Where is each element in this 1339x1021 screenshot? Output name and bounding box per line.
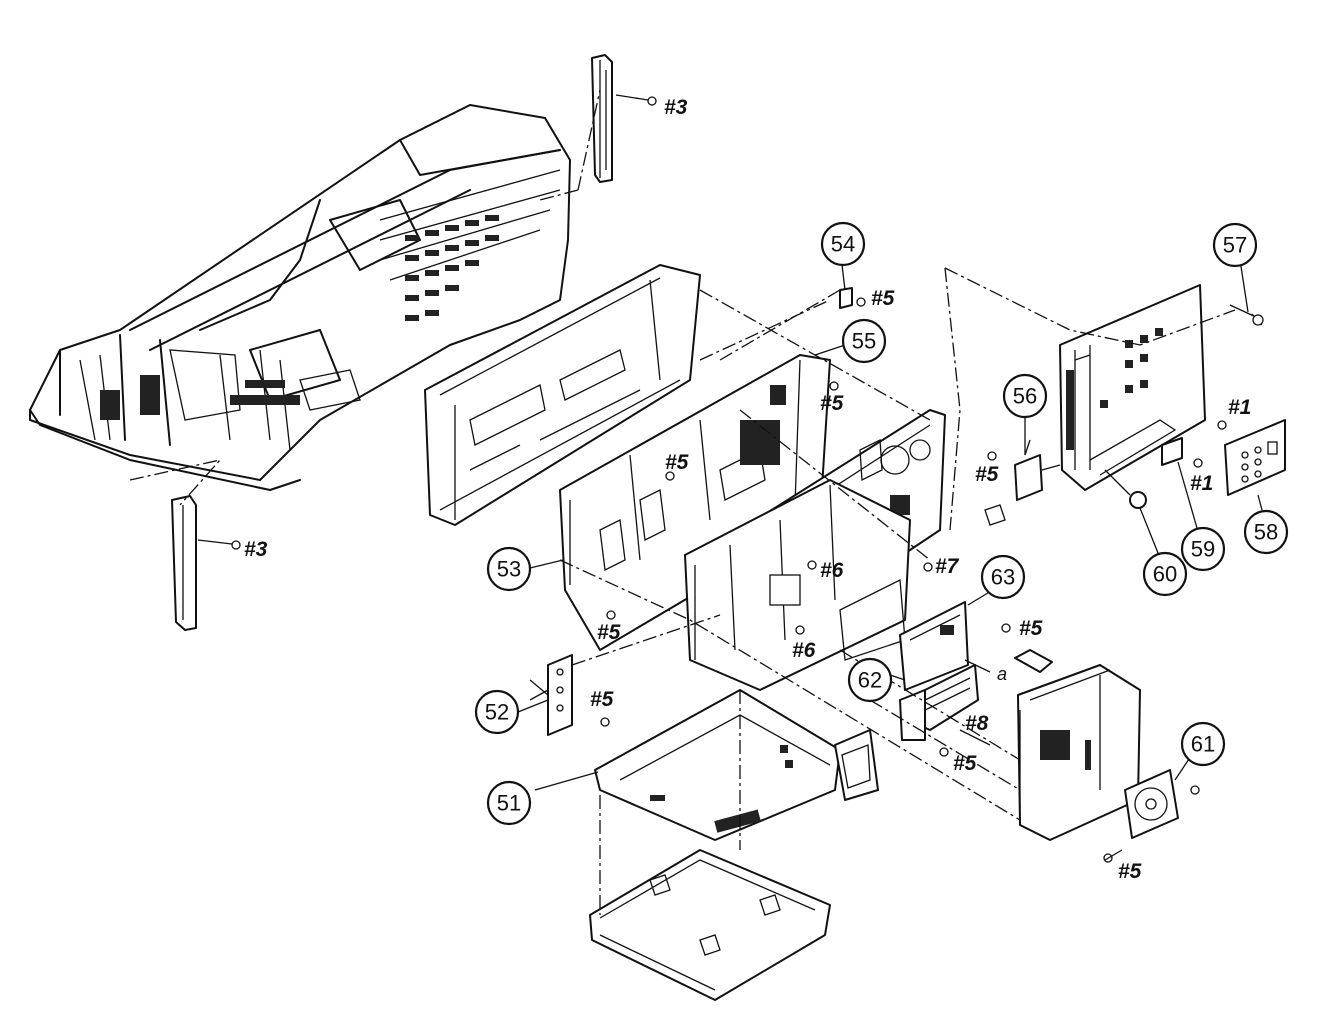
screw-label-6-lower: #6 — [792, 639, 816, 662]
svg-text:54: 54 — [831, 232, 855, 257]
callout-60: 60 — [1142, 551, 1188, 597]
svg-text:60: 60 — [1153, 562, 1177, 587]
callout-57: 57 — [1212, 222, 1258, 268]
svg-text:59: 59 — [1191, 537, 1215, 562]
power-supply-box — [839, 649, 1141, 841]
callout-61: 61 — [1180, 721, 1226, 767]
main-chassis-frame — [29, 104, 571, 491]
lower-frame-plate — [684, 479, 911, 691]
screw-label-3-lower: #3 — [244, 538, 268, 561]
screw-label-5-53: #5 — [597, 621, 621, 644]
part-54-bracket — [719, 287, 853, 361]
cable-label-a: a — [997, 664, 1007, 684]
control-panel-frame — [944, 267, 1264, 531]
screw-label-3-upper: #3 — [664, 96, 688, 119]
bottom-cover — [589, 690, 831, 1001]
svg-text:58: 58 — [1254, 520, 1278, 545]
callout-62: 62 — [847, 657, 893, 703]
screw-label-8: #8 — [965, 712, 989, 735]
cable-a — [964, 649, 1053, 673]
part-58-panel — [1224, 419, 1286, 496]
callout-51: 51 — [486, 780, 532, 826]
screw-label-5-54: #5 — [871, 287, 895, 310]
callout-58: 58 — [1243, 509, 1289, 555]
callout-53: 53 — [486, 546, 532, 592]
screw-label-6-upper: #6 — [820, 559, 844, 582]
callout-63: 63 — [980, 554, 1026, 600]
svg-text:57: 57 — [1223, 233, 1247, 258]
screw-label-5-psu: #5 — [1118, 860, 1142, 883]
callout-59: 59 — [1180, 526, 1226, 572]
screw-label-5-62: #5 — [953, 752, 977, 775]
screw-label-5-middle: #5 — [665, 451, 689, 474]
screw-label-5-63: #5 — [1019, 617, 1043, 640]
screws — [600, 297, 1227, 863]
callout-55: 55 — [841, 318, 887, 364]
callout-54: 54 — [820, 221, 866, 267]
svg-text:51: 51 — [497, 791, 521, 816]
callout-56: 56 — [1002, 373, 1048, 419]
svg-text:53: 53 — [497, 557, 521, 582]
svg-text:61: 61 — [1191, 732, 1215, 757]
screw-label-1-upper: #1 — [1228, 396, 1251, 419]
screw-label-7: #7 — [935, 555, 960, 578]
part-59-label — [1161, 437, 1183, 466]
part-62-drive — [899, 664, 979, 741]
rear-panel — [424, 264, 701, 526]
main-board — [594, 689, 879, 841]
part-61-fan — [1124, 769, 1200, 839]
leader-lines — [517, 259, 1263, 791]
screw-label-5-55: #5 — [820, 392, 844, 415]
part-56-switch — [984, 439, 1061, 526]
part-60-knob — [1104, 469, 1147, 509]
svg-text:52: 52 — [485, 700, 509, 725]
screw-label-5-right: #5 — [975, 463, 999, 486]
svg-text:62: 62 — [858, 668, 882, 693]
part-63-board — [899, 601, 969, 691]
svg-text:55: 55 — [852, 329, 876, 354]
screw-label-1-lower: #1 — [1190, 472, 1213, 495]
callout-52: 52 — [474, 689, 520, 735]
part-52-plate — [529, 614, 721, 736]
upper-side-bracket — [539, 54, 657, 201]
svg-text:56: 56 — [1013, 384, 1037, 409]
screw-label-5-51: #5 — [590, 688, 614, 711]
svg-text:63: 63 — [991, 565, 1015, 590]
lower-side-bracket — [129, 458, 241, 631]
